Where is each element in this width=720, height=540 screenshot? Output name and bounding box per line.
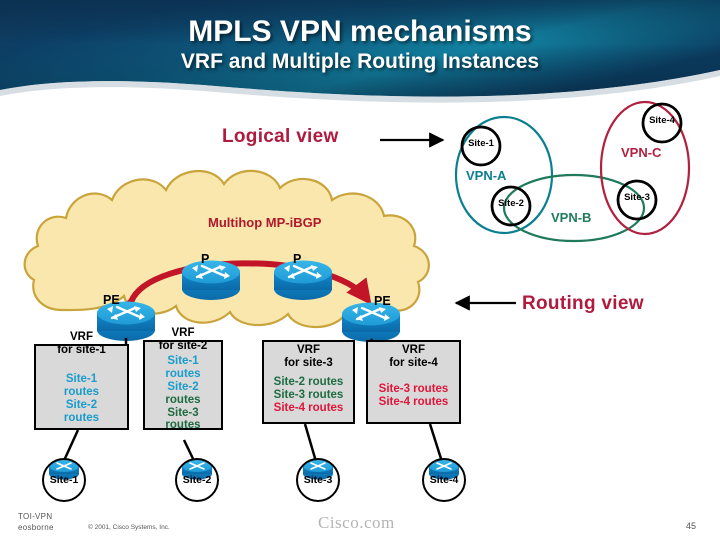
- pe-router-2: [342, 302, 400, 342]
- site-1-venn-label: Site-1: [468, 138, 494, 149]
- vrf-box-site-2-title: VRF for site-2: [143, 327, 223, 353]
- vrf-title-line2: for site-4: [389, 356, 438, 369]
- logical-view-label: Logical view: [222, 126, 339, 147]
- site-4-label: Site-4: [429, 474, 459, 486]
- site-2-circle[interactable]: [175, 458, 219, 502]
- footer-deck-name: TOI-VPN eosborne: [18, 512, 54, 534]
- vrf-box-site-4-routes: Site-3 routes Site-4 routes: [366, 383, 461, 409]
- vrf-title-line2: for site-2: [158, 339, 208, 352]
- vrf-route-line: routes: [165, 419, 201, 432]
- vrf-box-site-3-routes: Site-2 routes Site-3 routes Site-4 route…: [262, 376, 355, 415]
- vrf-route-line: Site-1: [65, 373, 98, 385]
- footer-copyright: © 2001, Cisco Systems, Inc.: [88, 524, 170, 531]
- vrf-title-line1: VRF: [171, 327, 195, 339]
- site-3-venn-label: Site-3: [624, 192, 650, 203]
- cisco-com-brand: Cisco.com: [318, 513, 395, 532]
- site-2-label: Site-2: [182, 474, 212, 486]
- p-router-1-label: P: [201, 252, 210, 266]
- site-1-circle[interactable]: [42, 458, 86, 502]
- banner-background: [0, 0, 720, 103]
- vrf-route-line: Site-3 routes: [273, 388, 344, 401]
- vrf-box-site-1[interactable]: [34, 344, 129, 430]
- vrf-route-line: Site-4 routes: [273, 401, 344, 414]
- vpn-a-label: VPN-A: [466, 168, 507, 183]
- site-4-circle[interactable]: [422, 458, 466, 502]
- vrf-box-site-2-routes: Site-1 routes Site-2 routes Site-3 route…: [143, 355, 223, 432]
- vrf-route-line: Site-2 routes: [273, 376, 344, 388]
- vrf-title-line1: VRF: [402, 344, 425, 356]
- footer-deck-line2: eosborne: [18, 522, 54, 532]
- vrf-route-line: Site-2: [65, 398, 98, 411]
- vrf-box-site-2[interactable]: [143, 340, 223, 430]
- p-router-2-label: P: [293, 252, 302, 266]
- vrf-route-line: Site-3 routes: [378, 383, 449, 395]
- vrf-title-line1: VRF: [70, 331, 93, 343]
- multihop-mp-ibgp-arrow: [112, 260, 372, 323]
- vrf-box-site-4[interactable]: [366, 340, 461, 424]
- pe-router-1-label: PE: [103, 293, 120, 307]
- vrf-route-line: routes: [63, 385, 100, 398]
- p-router-1: [182, 260, 240, 300]
- title-banner: MPLS VPN mechanisms VRF and Multiple Rou…: [0, 0, 720, 105]
- vrf-route-line: routes: [165, 393, 201, 406]
- multihop-mp-ibgp-label: Multihop MP-iBGP: [208, 215, 322, 230]
- p-router-2: [274, 260, 332, 300]
- pe-router-2-label: PE: [374, 294, 391, 308]
- site-1-label: Site-1: [49, 474, 79, 486]
- vrf-site-connectors: [60, 423, 445, 466]
- vrf-route-line: Site-1: [167, 355, 199, 367]
- site-3-circle[interactable]: [296, 458, 340, 502]
- vrf-box-site-4-title: VRF for site-4: [366, 344, 461, 370]
- vrf-box-site-3[interactable]: [262, 340, 355, 424]
- mpls-core-cloud: [23, 169, 430, 329]
- vrf-route-line: Site-3: [167, 406, 199, 419]
- vrf-title-line2: for site-1: [57, 343, 106, 356]
- vrf-route-line: routes: [63, 411, 100, 424]
- site-2-venn-label: Site-2: [498, 198, 524, 209]
- vpn-b-label: VPN-B: [551, 210, 592, 225]
- vrf-box-site-3-title: VRF for site-3: [262, 344, 355, 370]
- vrf-box-site-1-title: VRF for site-1: [34, 331, 129, 357]
- vrf-box-site-1-routes: Site-1 routes Site-2 routes: [34, 373, 129, 425]
- footer-deck-line1: TOI-VPN: [18, 512, 53, 521]
- site-3-label: Site-3: [303, 474, 333, 486]
- vrf-title-line1: VRF: [297, 344, 320, 356]
- vrf-route-line: Site-2: [167, 380, 199, 393]
- page-title: MPLS VPN mechanisms: [188, 15, 532, 48]
- vpn-c-label: VPN-C: [621, 145, 662, 160]
- page-subtitle: VRF and Multiple Routing Instances: [180, 49, 540, 73]
- vrf-title-line2: for site-3: [284, 356, 333, 369]
- page-number: 45: [686, 521, 697, 531]
- routing-view-label: Routing view: [522, 293, 644, 314]
- vrf-route-line: Site-4 routes: [378, 395, 449, 408]
- site-4-venn-label: Site-4: [649, 115, 675, 126]
- vrf-route-line: routes: [165, 367, 201, 380]
